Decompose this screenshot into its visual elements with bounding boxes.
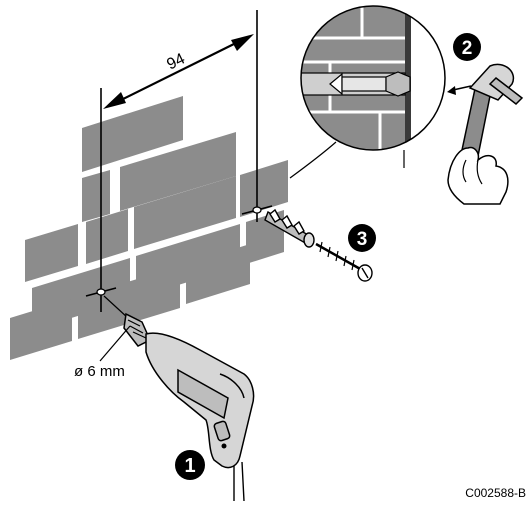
svg-text:3: 3	[357, 229, 368, 250]
step-2-badge: 2	[453, 33, 481, 61]
brick-row3-a	[25, 224, 78, 282]
dimension-arrow	[103, 34, 254, 109]
brick-row5-b	[78, 266, 180, 339]
svg-text:2: 2	[462, 38, 473, 59]
arrowhead-left	[103, 92, 126, 109]
step-3-badge: 3	[348, 224, 376, 252]
brick-row3-d	[240, 160, 288, 217]
brick-row3-b	[86, 209, 128, 264]
drill-holes	[96, 206, 262, 296]
brick-row2-left	[82, 170, 110, 222]
wall-plug-icon	[264, 208, 315, 248]
arrowhead-right	[231, 34, 254, 51]
wall-plug-icon	[329, 71, 411, 97]
reference-code: C002588-B	[465, 486, 526, 500]
drill-bit-leader	[99, 325, 131, 362]
step-1-badge: 1	[175, 450, 205, 480]
inset-callout-line	[289, 141, 337, 179]
left-hole	[96, 288, 106, 296]
right-hole	[252, 206, 262, 214]
drill-icon	[103, 295, 255, 502]
brick-wall	[10, 96, 288, 360]
brick-row2-right	[120, 132, 236, 211]
brick-row3-c	[134, 176, 236, 249]
reference-lines	[85, 10, 273, 312]
brick-row5-a	[10, 299, 72, 360]
svg-text:1: 1	[184, 455, 195, 477]
drill-bit-size-label: ø 6 mm	[74, 363, 125, 380]
detail-inset	[289, 5, 446, 179]
drill-cord	[233, 461, 245, 502]
hammer-icon	[447, 63, 524, 158]
brick-row5-c	[186, 244, 250, 304]
brick-top	[82, 96, 183, 172]
drill-bit	[103, 295, 129, 319]
screw-icon	[315, 241, 373, 282]
dimension-label: 94	[164, 50, 188, 73]
